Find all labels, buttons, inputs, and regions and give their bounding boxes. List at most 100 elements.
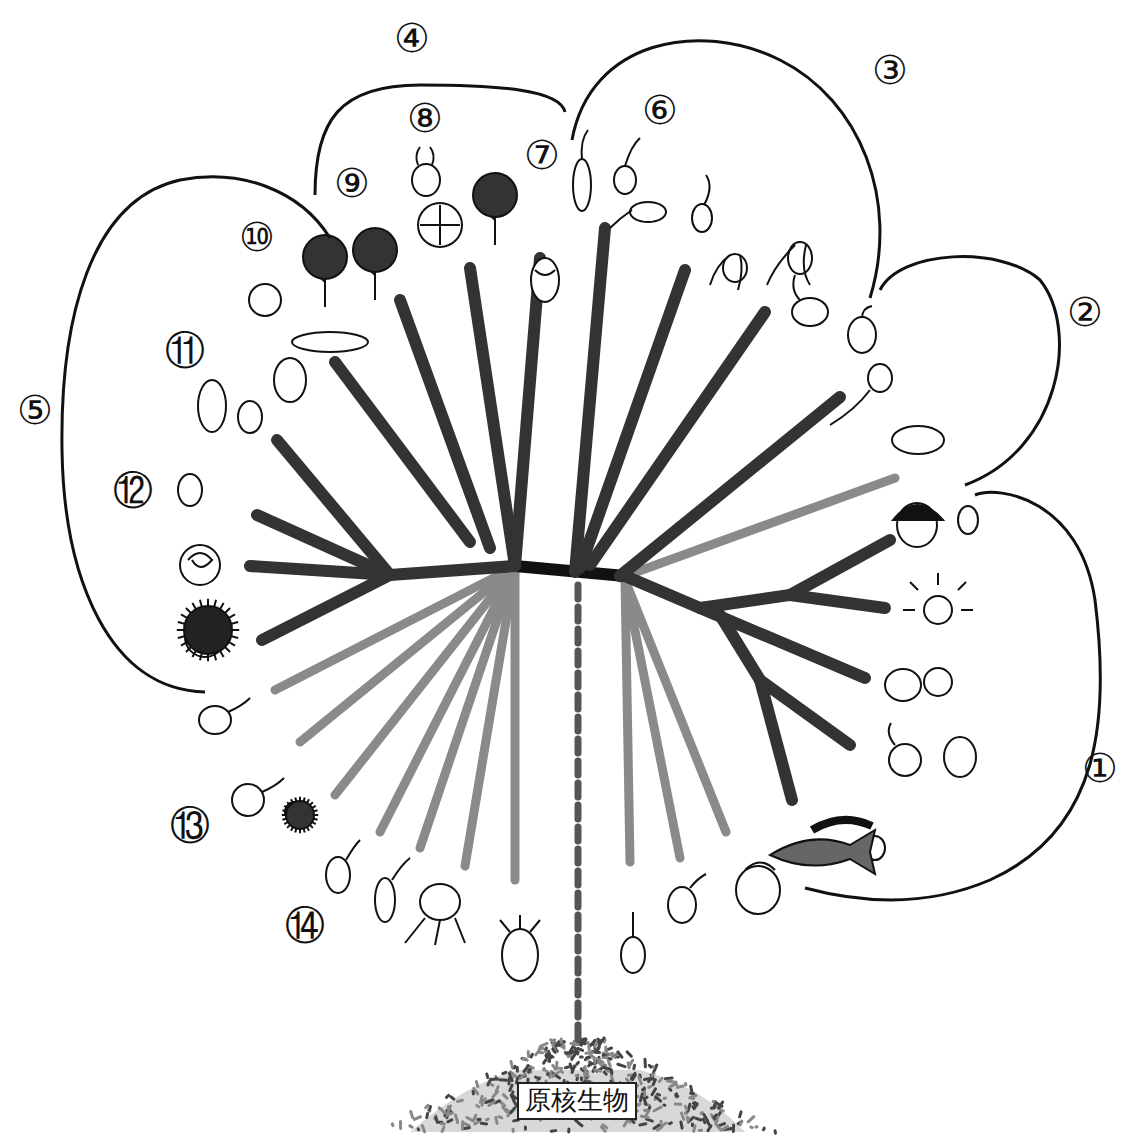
flagellum-sketch — [710, 255, 742, 290]
group-bracket — [805, 492, 1100, 899]
organism-sketches — [177, 130, 978, 981]
callout-number: ② — [1067, 292, 1103, 332]
worm-sketch — [812, 820, 872, 830]
flagellum-sketch — [889, 723, 895, 745]
cell-sketch — [621, 937, 645, 973]
flagellum-sketch — [228, 698, 250, 712]
flagellum-sketch — [745, 863, 775, 871]
cell-sketch — [848, 317, 876, 353]
flagellum-sketch — [903, 573, 973, 610]
branch-line — [250, 566, 390, 575]
cell-sketch — [958, 506, 978, 534]
cell-sketch — [375, 878, 395, 922]
cell-sketch — [232, 784, 264, 816]
cell-sketch — [924, 668, 952, 696]
cell-sketch — [614, 166, 636, 194]
cell-sketch — [885, 669, 921, 701]
branch-line — [760, 680, 792, 800]
flagellum-sketch — [862, 306, 872, 318]
group-bracket — [880, 257, 1059, 485]
cell-sketch — [944, 737, 976, 777]
cell-sketch — [668, 887, 696, 923]
flagellum-sketch — [830, 390, 870, 425]
cell-sketch — [249, 284, 281, 316]
branch-line — [511, 567, 520, 880]
cell-sketch — [180, 545, 220, 585]
plant-crown — [353, 228, 397, 272]
group-bracket — [62, 177, 330, 692]
flagellum-sketch — [188, 553, 212, 567]
callout-number: ① — [1082, 748, 1118, 788]
cell-sketch — [736, 866, 780, 914]
cell-sketch — [238, 401, 262, 433]
branch-line — [335, 362, 470, 542]
plant-crown — [303, 235, 347, 279]
flagellum-sketch — [767, 245, 810, 285]
cell-sketch — [292, 332, 368, 352]
box-text: 原核生物 — [525, 1086, 629, 1116]
callout-number: ⑨ — [334, 163, 370, 203]
branch-line — [580, 270, 685, 568]
flagellum-sketch — [610, 210, 632, 228]
branch-line — [575, 585, 582, 1040]
callout-number: ⑤ — [17, 390, 53, 430]
group-brackets — [62, 41, 1101, 900]
callout-number: ⑧ — [407, 98, 443, 138]
callout-number: ⑩ — [239, 217, 275, 257]
cell-sketch — [274, 358, 306, 402]
callout-number: ③ — [872, 50, 908, 90]
cell-sketch — [412, 164, 440, 196]
cell-sketch — [924, 596, 952, 624]
callout-number: ⑭ — [285, 905, 325, 945]
cell-sketch — [418, 203, 462, 247]
cell-sketch — [573, 159, 591, 211]
branch-line — [625, 580, 680, 858]
callout-number: ⑦ — [524, 135, 560, 175]
flagellum-sketch — [625, 138, 640, 166]
cell-sketch — [531, 258, 559, 302]
flagellum-sketch — [704, 175, 710, 205]
mushroom-cap — [893, 505, 943, 520]
callout-number: ④ — [394, 18, 430, 58]
cell-sketch — [788, 242, 812, 274]
flagellum-sketch — [582, 130, 588, 160]
radiolarian-sketch — [286, 801, 314, 829]
cell-sketch — [868, 364, 892, 392]
cell-sketch — [892, 426, 944, 454]
flagellum-sketch — [405, 918, 465, 945]
callout-number: ⑥ — [642, 90, 678, 130]
flagellum-sketch — [392, 858, 410, 880]
cell-sketch — [326, 857, 350, 893]
radiolarian-sketch — [184, 606, 232, 654]
branch-line — [262, 575, 390, 640]
cell-sketch — [889, 744, 921, 776]
cell-sketch — [178, 474, 202, 506]
cell-sketch — [502, 929, 538, 981]
cell-sketch — [692, 204, 712, 232]
branch-line — [625, 576, 700, 608]
branch-line — [515, 258, 540, 566]
branch-line — [790, 595, 885, 608]
branch-line — [335, 567, 515, 795]
flagellum-sketch — [535, 270, 555, 275]
flagellum-sketch — [262, 778, 284, 792]
branch-line — [465, 567, 515, 866]
flagellum-sketch — [793, 275, 800, 300]
label-box: 原核生物 — [517, 1082, 637, 1120]
flagellum-sketch — [420, 205, 460, 245]
callout-number: ⑫ — [113, 470, 153, 510]
flagellum-sketch — [690, 874, 706, 888]
branch-line — [620, 397, 840, 576]
cell-sketch — [630, 202, 666, 222]
cell-sketch — [792, 298, 828, 326]
branches — [250, 228, 895, 1040]
callout-number: ⑬ — [170, 805, 210, 845]
branch-line — [700, 540, 890, 608]
branch-line — [720, 615, 850, 745]
group-bracket — [572, 41, 880, 298]
branch-line — [420, 567, 515, 848]
plant-crown — [473, 173, 517, 217]
